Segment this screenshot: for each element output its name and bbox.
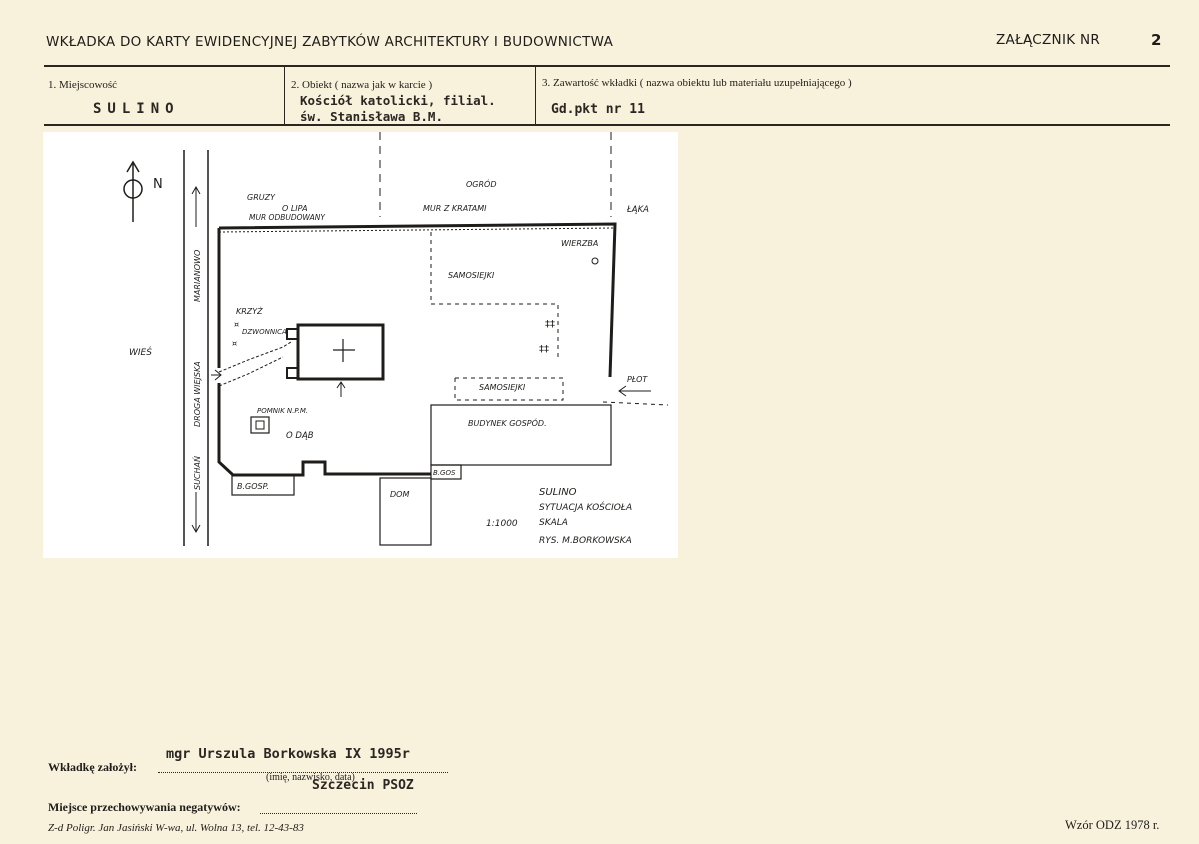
path-arrow-icon bbox=[218, 341, 292, 387]
legend-scale-value: 1:1000 bbox=[486, 519, 518, 529]
graves-icon: ‡‡ bbox=[545, 319, 555, 330]
label-mur-z-kratami: MUR Z KRATAMI bbox=[423, 204, 487, 213]
entrance-arrow-icon bbox=[336, 381, 346, 397]
label-dom: DOM bbox=[390, 490, 409, 499]
established-value: mgr Urszula Borkowska IX 1995r bbox=[166, 746, 410, 762]
label-budynek-gospod: BUDYNEK GOSPÓD. bbox=[468, 417, 547, 428]
established-hint: (imię, nazwisko, data) bbox=[266, 772, 355, 783]
label-samosiejki-1: SAMOSIEJKI bbox=[448, 271, 495, 280]
fence-arrow-icon bbox=[618, 385, 651, 397]
label-b-gosp: B.GOSP. bbox=[237, 482, 269, 491]
label-dab: O DĄB bbox=[286, 431, 314, 441]
field-2-value-line1: Kościół katolicki, filial. bbox=[300, 93, 496, 108]
monument-inner bbox=[255, 420, 265, 430]
field-divider-1 bbox=[284, 67, 285, 124]
annex-label: ZAŁĄCZNIK NR bbox=[996, 32, 1101, 48]
label-wierzba: WIERZBA bbox=[561, 239, 598, 248]
monument-icon bbox=[250, 416, 270, 434]
label-gruzy: GRUZY bbox=[247, 193, 276, 202]
label-dzwonnica: DZWONNICA bbox=[242, 328, 287, 336]
field-1-label: 1. Miejscowość bbox=[48, 79, 118, 91]
label-wies: WIEŚ bbox=[129, 346, 152, 358]
small-farm-building-1 bbox=[430, 464, 462, 480]
small-cross-icon: ¤ bbox=[234, 320, 239, 329]
established-label: Wkładkę założył: bbox=[48, 760, 137, 774]
storage-dotted-line bbox=[260, 813, 417, 814]
churchyard-wall bbox=[217, 222, 617, 477]
road-label-droga: DROGA WIEJSKA bbox=[193, 361, 202, 427]
label-laka: ŁĄKA bbox=[626, 205, 649, 215]
legend-scale-label: SKALA bbox=[539, 518, 568, 528]
tower-block bbox=[286, 328, 299, 340]
road-label-suchan: SUCHAŃ bbox=[191, 456, 202, 490]
legend-subtitle: SYTUACJA KOŚCIOŁA bbox=[539, 501, 632, 513]
small-farm-building-2 bbox=[231, 474, 295, 496]
printer-info: Z-d Poligr. Jan Jasiński W-wa, ul. Wolna… bbox=[48, 822, 304, 834]
graves-icon: ‡‡ bbox=[539, 344, 549, 355]
field-2-label: 2. Obiekt ( nazwa jak w karcie ) bbox=[291, 79, 433, 91]
legend-author: RYS. M.BORKOWSKA bbox=[539, 536, 632, 546]
church-building bbox=[296, 323, 385, 381]
willow-tree-icon bbox=[591, 257, 599, 265]
header-rule-top bbox=[44, 65, 1170, 67]
site-plan-photo: N MARIANOWO DROGA WIEJSKA SUCHAŃ WIEŚ OG… bbox=[43, 132, 678, 558]
label-pomnik: POMNIK N.P.M. bbox=[257, 407, 308, 415]
form-version: Wzór ODZ 1978 r. bbox=[1065, 818, 1160, 832]
garden-boundaries bbox=[379, 132, 612, 217]
established-dotted-line bbox=[158, 772, 448, 773]
north-arrow-icon bbox=[123, 160, 143, 222]
road-arrows-icon bbox=[191, 185, 201, 534]
storage-label: Miejsce przechowywania negatywów: bbox=[48, 800, 241, 814]
north-label: N bbox=[153, 177, 163, 192]
form-title: WKŁADKA DO KARTY EWIDENCYJNEJ ZABYTKÓW A… bbox=[46, 34, 614, 50]
cross-icon bbox=[333, 339, 355, 362]
label-b-gos: B.GOS bbox=[433, 469, 456, 477]
self-seeded-areas bbox=[430, 232, 669, 406]
label-lipa: O LIPA bbox=[282, 204, 308, 213]
label-samosiejki-2: SAMOSIEJKI bbox=[479, 383, 526, 392]
field-2-value-line2: św. Stanisława B.M. bbox=[300, 109, 443, 124]
label-mur-odbudowany: MUR ODBUDOWANY bbox=[249, 213, 326, 222]
header-rule-bottom bbox=[44, 124, 1170, 126]
legend-title: SULINO bbox=[539, 487, 577, 498]
site-plan-drawing: N MARIANOWO DROGA WIEJSKA SUCHAŃ WIEŚ OG… bbox=[123, 132, 669, 546]
label-plot: PŁOT bbox=[627, 375, 648, 384]
label-ogrod: OGRÓD bbox=[466, 178, 497, 189]
house bbox=[379, 477, 432, 546]
gate-arrow-icon bbox=[211, 369, 222, 381]
small-cross-icon: ¤ bbox=[232, 339, 237, 348]
label-krzyz: KRZYŻ bbox=[236, 306, 263, 316]
field-3-label: 3. Zawartość wkładki ( nazwa obiektu lub… bbox=[542, 77, 852, 89]
storage-value: Szczecin PSOZ bbox=[312, 778, 414, 793]
field-3-value: Gd.pkt nr 11 bbox=[551, 102, 645, 117]
road-label-marianowo: MARIANOWO bbox=[193, 250, 202, 302]
farm-building bbox=[430, 404, 612, 466]
field-divider-2 bbox=[535, 67, 536, 124]
field-1-value: SULINO bbox=[93, 101, 180, 117]
annex-number: 2 bbox=[1151, 31, 1162, 49]
tower-block bbox=[286, 367, 299, 379]
